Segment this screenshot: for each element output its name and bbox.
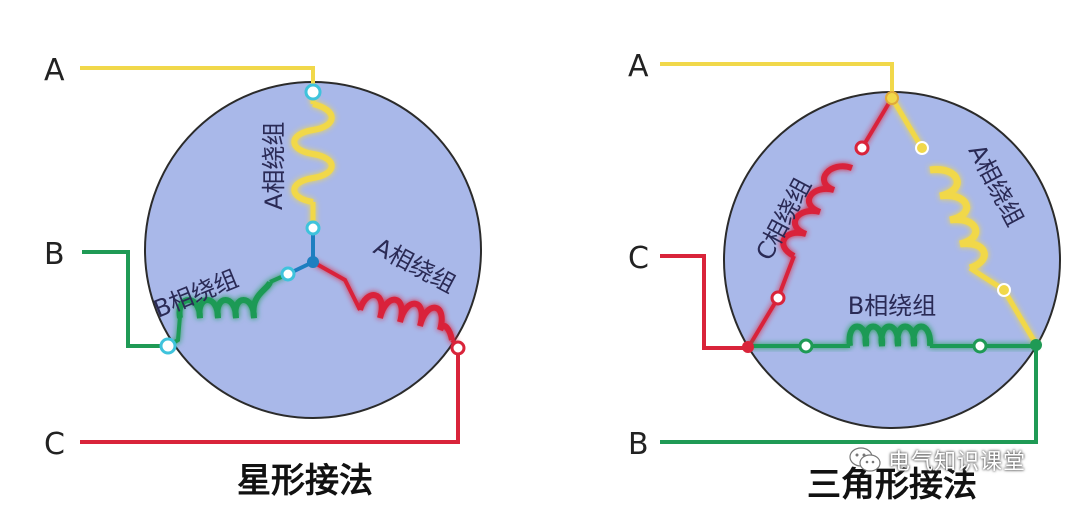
star-terminal-b [159, 337, 177, 355]
watermark: 电气知识课堂 [848, 440, 1078, 480]
star-label-a: A [44, 53, 65, 88]
delta-terminal-b-left [798, 338, 814, 354]
star-label-b: B [44, 237, 65, 272]
star-lead-c [80, 348, 460, 444]
delta-terminal-a-bottom [997, 283, 1011, 297]
delta-caption: 三角形接法 [807, 465, 977, 505]
star-lead-b [82, 250, 168, 348]
delta-label-a: A [628, 49, 649, 84]
star-caption: 星形接法 [237, 461, 373, 501]
star-connection: A B C A相绕组 B相绕组 A相绕组 星形接法 [44, 53, 482, 501]
delta-terminal-b-right [972, 338, 988, 354]
delta-connection: A C B C相绕组 A相绕组 B相绕组 三角形接法 [628, 49, 1061, 505]
star-terminal-c [450, 340, 466, 356]
delta-vertex-top [885, 91, 899, 105]
delta-terminal-c-top [854, 140, 870, 156]
delta-label-b: B [628, 427, 649, 462]
star-terminal-a-bottom [305, 220, 321, 236]
delta-terminal-a-top [915, 141, 929, 155]
watermark-text: 电气知识课堂 [888, 450, 1027, 475]
star-label-c: C [44, 427, 65, 462]
wechat-icon [849, 447, 881, 472]
star-terminal-a-top [304, 83, 322, 101]
delta-coil-b [748, 323, 1036, 348]
star-terminal-b-inner [280, 266, 296, 282]
delta-vertex-left [742, 341, 754, 353]
delta-lead-c [660, 254, 748, 350]
delta-label-c: C [628, 241, 649, 276]
star-coil-a-label: A相绕组 [260, 122, 288, 210]
delta-coil-b-label: B相绕组 [848, 292, 936, 320]
delta-lead-a [660, 62, 894, 98]
delta-vertex-right [1030, 339, 1042, 351]
delta-lead-b [660, 344, 1038, 444]
delta-coil-c [746, 96, 894, 350]
star-neutral-point [307, 256, 319, 268]
delta-terminal-c-bottom [770, 290, 786, 306]
